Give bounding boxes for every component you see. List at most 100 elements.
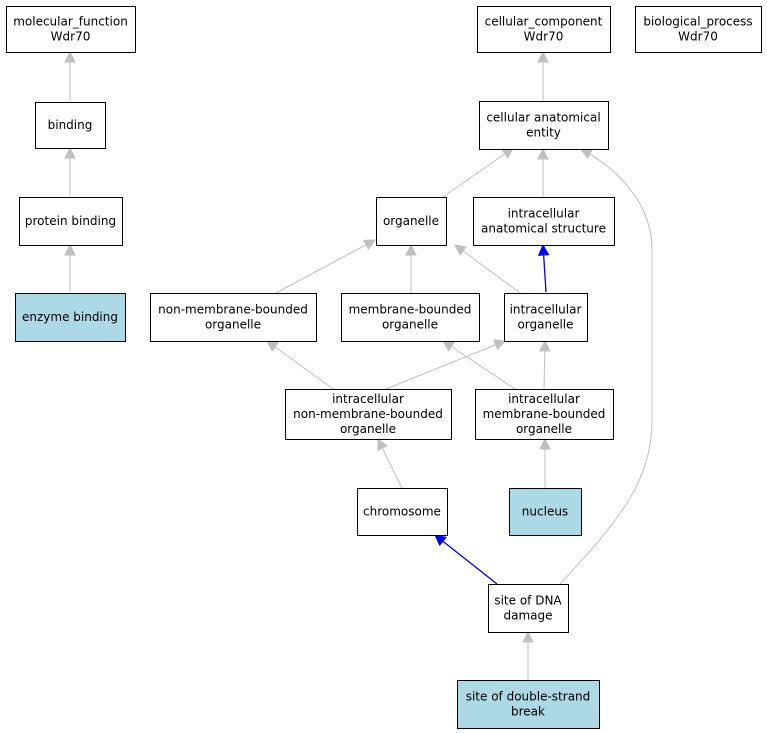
edge-intracellular-organelle-to-organelle — [454, 244, 521, 294]
node-box — [376, 197, 447, 246]
edge-chromosome-to-intracellular-non-membrane-bounded-organelle — [377, 437, 403, 489]
node-box — [19, 197, 123, 246]
node-box — [504, 293, 588, 342]
node-label: non-membrane-bounded — [293, 407, 443, 421]
node-box — [475, 389, 614, 440]
arrowhead-icon — [442, 340, 455, 352]
edge-line — [559, 148, 653, 585]
edge-line — [442, 147, 514, 198]
node-label: molecular_function — [13, 15, 128, 29]
node-label: cellular_component — [485, 15, 603, 29]
node-label: break — [511, 705, 545, 719]
arrowhead-icon — [539, 437, 551, 450]
node-label: nucleus — [522, 505, 568, 519]
node-label: organelle — [382, 318, 438, 332]
node-box — [477, 6, 611, 53]
node-label: membrane-bounded — [483, 407, 606, 421]
edge-intracellular-anatomical-structure-to-cellular-anatomical-entity — [537, 147, 549, 196]
node-binding[interactable]: binding — [35, 102, 106, 149]
arrowhead-icon — [538, 339, 551, 352]
arrowhead-icon — [64, 50, 76, 63]
node-label: Wdr70 — [678, 30, 718, 44]
arrowhead-icon — [537, 243, 550, 256]
edge-nucleus-to-intracellular-membrane-bounded-organelle — [539, 437, 551, 488]
edge-enzyme-binding-to-protein-binding — [64, 243, 76, 292]
node-label: non-membrane-bounded — [158, 303, 308, 317]
node-box — [509, 488, 582, 536]
arrowhead-icon — [363, 239, 376, 251]
edge-line — [275, 239, 376, 294]
edge-protein-binding-to-binding — [64, 146, 76, 196]
edge-line — [442, 340, 516, 390]
edge-membrane-bounded-organelle-to-organelle — [405, 243, 417, 293]
node-chromosome[interactable]: chromosome — [357, 488, 448, 536]
node-box — [285, 389, 452, 440]
node-box — [488, 584, 569, 633]
node-label: cellular anatomical — [486, 111, 600, 125]
arrowhead-icon — [64, 243, 76, 256]
node-box — [357, 488, 448, 536]
edges-layer — [64, 50, 653, 680]
arrowhead-icon — [266, 340, 279, 352]
arrowhead-icon — [64, 146, 76, 159]
edge-site-of-double-strand-break-to-site-of-dna-damage — [522, 630, 534, 680]
node-label: intracellular — [332, 392, 404, 406]
node-label: organelle — [516, 422, 572, 436]
edge-line — [266, 340, 334, 390]
node-box — [341, 293, 480, 342]
node-label: membrane-bounded — [349, 303, 472, 317]
node-box — [15, 293, 126, 342]
arrowhead-icon — [434, 534, 447, 547]
edge-intracellular-non-membrane-bounded-organelle-to-intracellular-organelle — [385, 339, 507, 390]
node-label: site of double-strand — [466, 690, 591, 704]
node-label: damage — [503, 609, 552, 623]
arrowhead-icon — [405, 243, 417, 256]
node-label: intracellular — [508, 207, 580, 221]
node-enzyme-binding[interactable]: enzyme binding — [15, 293, 126, 342]
node-label: intracellular — [508, 392, 580, 406]
arrowhead-icon — [580, 148, 593, 160]
node-label: organelle — [205, 318, 261, 332]
node-intracellular-non-membrane-bounded-organelle[interactable]: intracellularnon-membrane-boundedorganel… — [285, 389, 452, 440]
edge-binding-to-molecular-function — [64, 50, 76, 101]
node-box — [635, 6, 762, 53]
node-label: chromosome — [363, 505, 441, 519]
arrowhead-icon — [493, 339, 507, 351]
node-label: organelle — [517, 318, 573, 332]
arrowhead-icon — [454, 244, 467, 256]
edge-intracellular-membrane-bounded-organelle-to-membrane-bounded-organelle — [442, 340, 516, 390]
node-label: organelle — [340, 422, 396, 436]
node-box — [6, 6, 136, 53]
edge-intracellular-non-membrane-bounded-organelle-to-non-membrane-bounded-organelle — [266, 340, 334, 390]
node-nucleus[interactable]: nucleus — [509, 488, 582, 536]
node-organelle[interactable]: organelle — [376, 197, 447, 246]
node-label: binding — [48, 118, 93, 132]
node-label: intracellular — [510, 303, 582, 317]
edge-site-of-dna-damage-to-chromosome — [434, 534, 498, 585]
arrowhead-icon — [522, 630, 534, 643]
node-label: Wdr70 — [524, 30, 564, 44]
node-box — [457, 680, 600, 729]
edge-line — [454, 244, 521, 294]
node-label: protein binding — [25, 214, 116, 228]
edge-cellular-anatomical-entity-to-cellular-component — [537, 50, 549, 100]
node-label: Wdr70 — [51, 30, 91, 44]
arrowhead-icon — [537, 147, 549, 160]
node-protein-binding[interactable]: protein binding — [19, 197, 123, 246]
edge-intracellular-membrane-bounded-organelle-to-intracellular-organelle — [538, 339, 551, 390]
edge-non-membrane-bounded-organelle-to-organelle — [275, 239, 376, 294]
node-label: anatomical structure — [481, 222, 606, 236]
node-label: biological_process — [643, 15, 752, 29]
